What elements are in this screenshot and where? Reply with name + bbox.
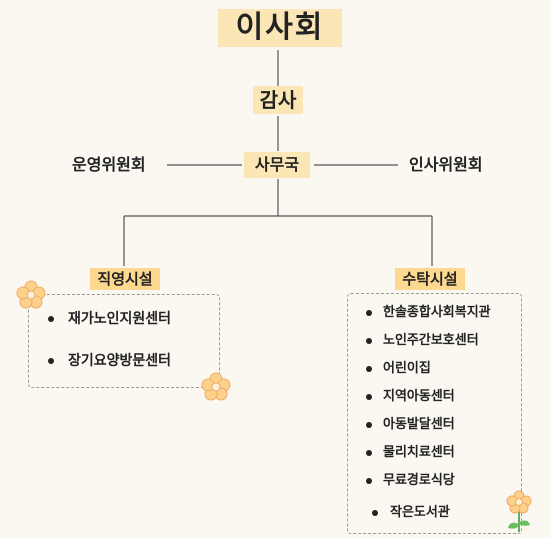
list-item: 아동발달센터: [383, 417, 455, 432]
bullet-icon: [366, 394, 372, 400]
list-item: 재가노인지원센터: [68, 311, 172, 327]
flower-icon: [201, 372, 231, 401]
flower-icon: [16, 280, 46, 309]
hr-committee-node: 인사위원회: [409, 155, 483, 174]
list-item: 어린이집: [383, 361, 431, 376]
bullet-icon: [372, 510, 378, 516]
trust-facilities-label: 수탁시설: [395, 268, 465, 290]
bullet-icon: [366, 422, 372, 428]
list-item: 물리치료센터: [383, 445, 455, 460]
list-item: 한솔종합사회복지관: [383, 305, 491, 320]
secretariat-node: 사무국: [244, 152, 310, 178]
bullet-icon: [366, 310, 372, 316]
list-item: 지역아동센터: [383, 389, 455, 404]
bullet-icon: [48, 316, 54, 322]
operations-committee-node: 운영위원회: [72, 155, 146, 174]
list-item: 무료경로식당: [383, 473, 455, 488]
direct-facilities-box: [28, 294, 220, 388]
bullet-icon: [48, 358, 54, 364]
list-item: 작은도서관: [390, 505, 450, 520]
flower-stem-icon: [506, 490, 532, 532]
bullet-icon: [366, 366, 372, 372]
board-title: 이사회: [218, 9, 342, 47]
list-item: 장기요양방문센터: [68, 353, 172, 369]
bullet-icon: [366, 450, 372, 456]
bullet-icon: [366, 338, 372, 344]
trust-facilities-box: [347, 293, 522, 534]
audit-node: 감사: [253, 86, 303, 114]
list-item: 노인주간보호센터: [383, 333, 479, 348]
bullet-icon: [366, 478, 372, 484]
direct-facilities-label: 직영시설: [90, 268, 160, 290]
